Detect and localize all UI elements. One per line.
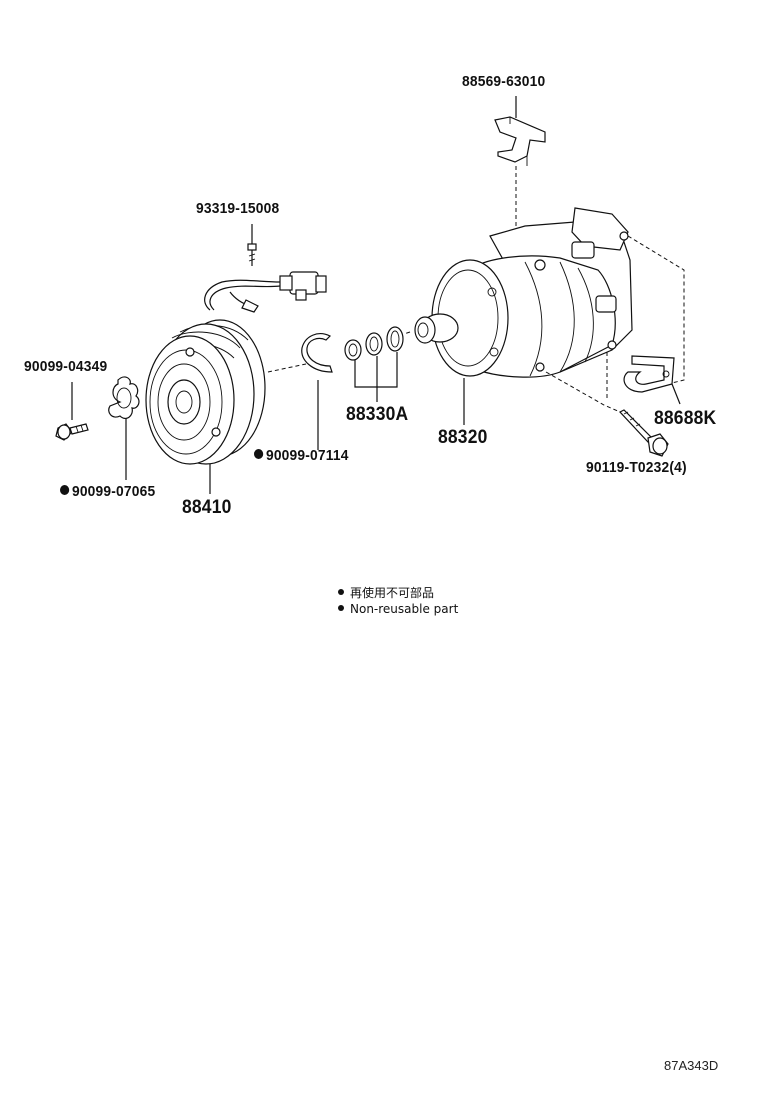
label-90099-07065: 90099-07065 — [60, 483, 155, 500]
label-88330a: 88330A — [346, 404, 409, 425]
label-90099-07065-text: 90099-07065 — [71, 483, 156, 500]
non-reusable-dot-icon — [254, 449, 264, 459]
label-90119-t0232: 90119-T0232(4) — [586, 459, 687, 476]
clutch-88410-drawing — [145, 319, 266, 494]
snap-ring-drawing — [301, 333, 333, 450]
legend-row-en: Non-reusable part — [338, 601, 458, 617]
gasket-drawing — [108, 376, 140, 480]
label-88410: 88410 — [182, 497, 232, 518]
label-90099-07114: 90099-07114 — [254, 447, 349, 464]
screw-wire-drawing — [204, 224, 327, 313]
label-93319-15008: 93319-15008 — [196, 200, 280, 217]
legend-row-ja: 再使用不可部品 — [338, 585, 458, 601]
filled-circle-icon — [338, 605, 344, 611]
clip-88688k-drawing — [623, 355, 681, 405]
legend-ja-text: 再使用不可部品 — [350, 586, 435, 600]
bracket-88569-drawing — [494, 96, 546, 166]
label-88320: 88320 — [438, 427, 488, 448]
shims-88330a-drawing — [344, 326, 404, 402]
label-90099-04349: 90099-04349 — [24, 358, 108, 375]
bolt-90119-drawing — [619, 409, 669, 457]
bolt-90099-04349-drawing — [55, 382, 89, 441]
non-reusable-dot-icon — [60, 485, 70, 495]
figure-code: 87A343D — [664, 1058, 719, 1073]
filled-circle-icon — [338, 589, 344, 595]
label-90099-07114-text: 90099-07114 — [265, 447, 349, 464]
legend-en-text: Non-reusable part — [350, 602, 459, 616]
compressor-drawing — [414, 207, 633, 425]
legend: 再使用不可部品 Non-reusable part — [338, 585, 458, 617]
label-88688k: 88688K — [654, 408, 717, 429]
label-88569-63010: 88569-63010 — [462, 73, 546, 90]
